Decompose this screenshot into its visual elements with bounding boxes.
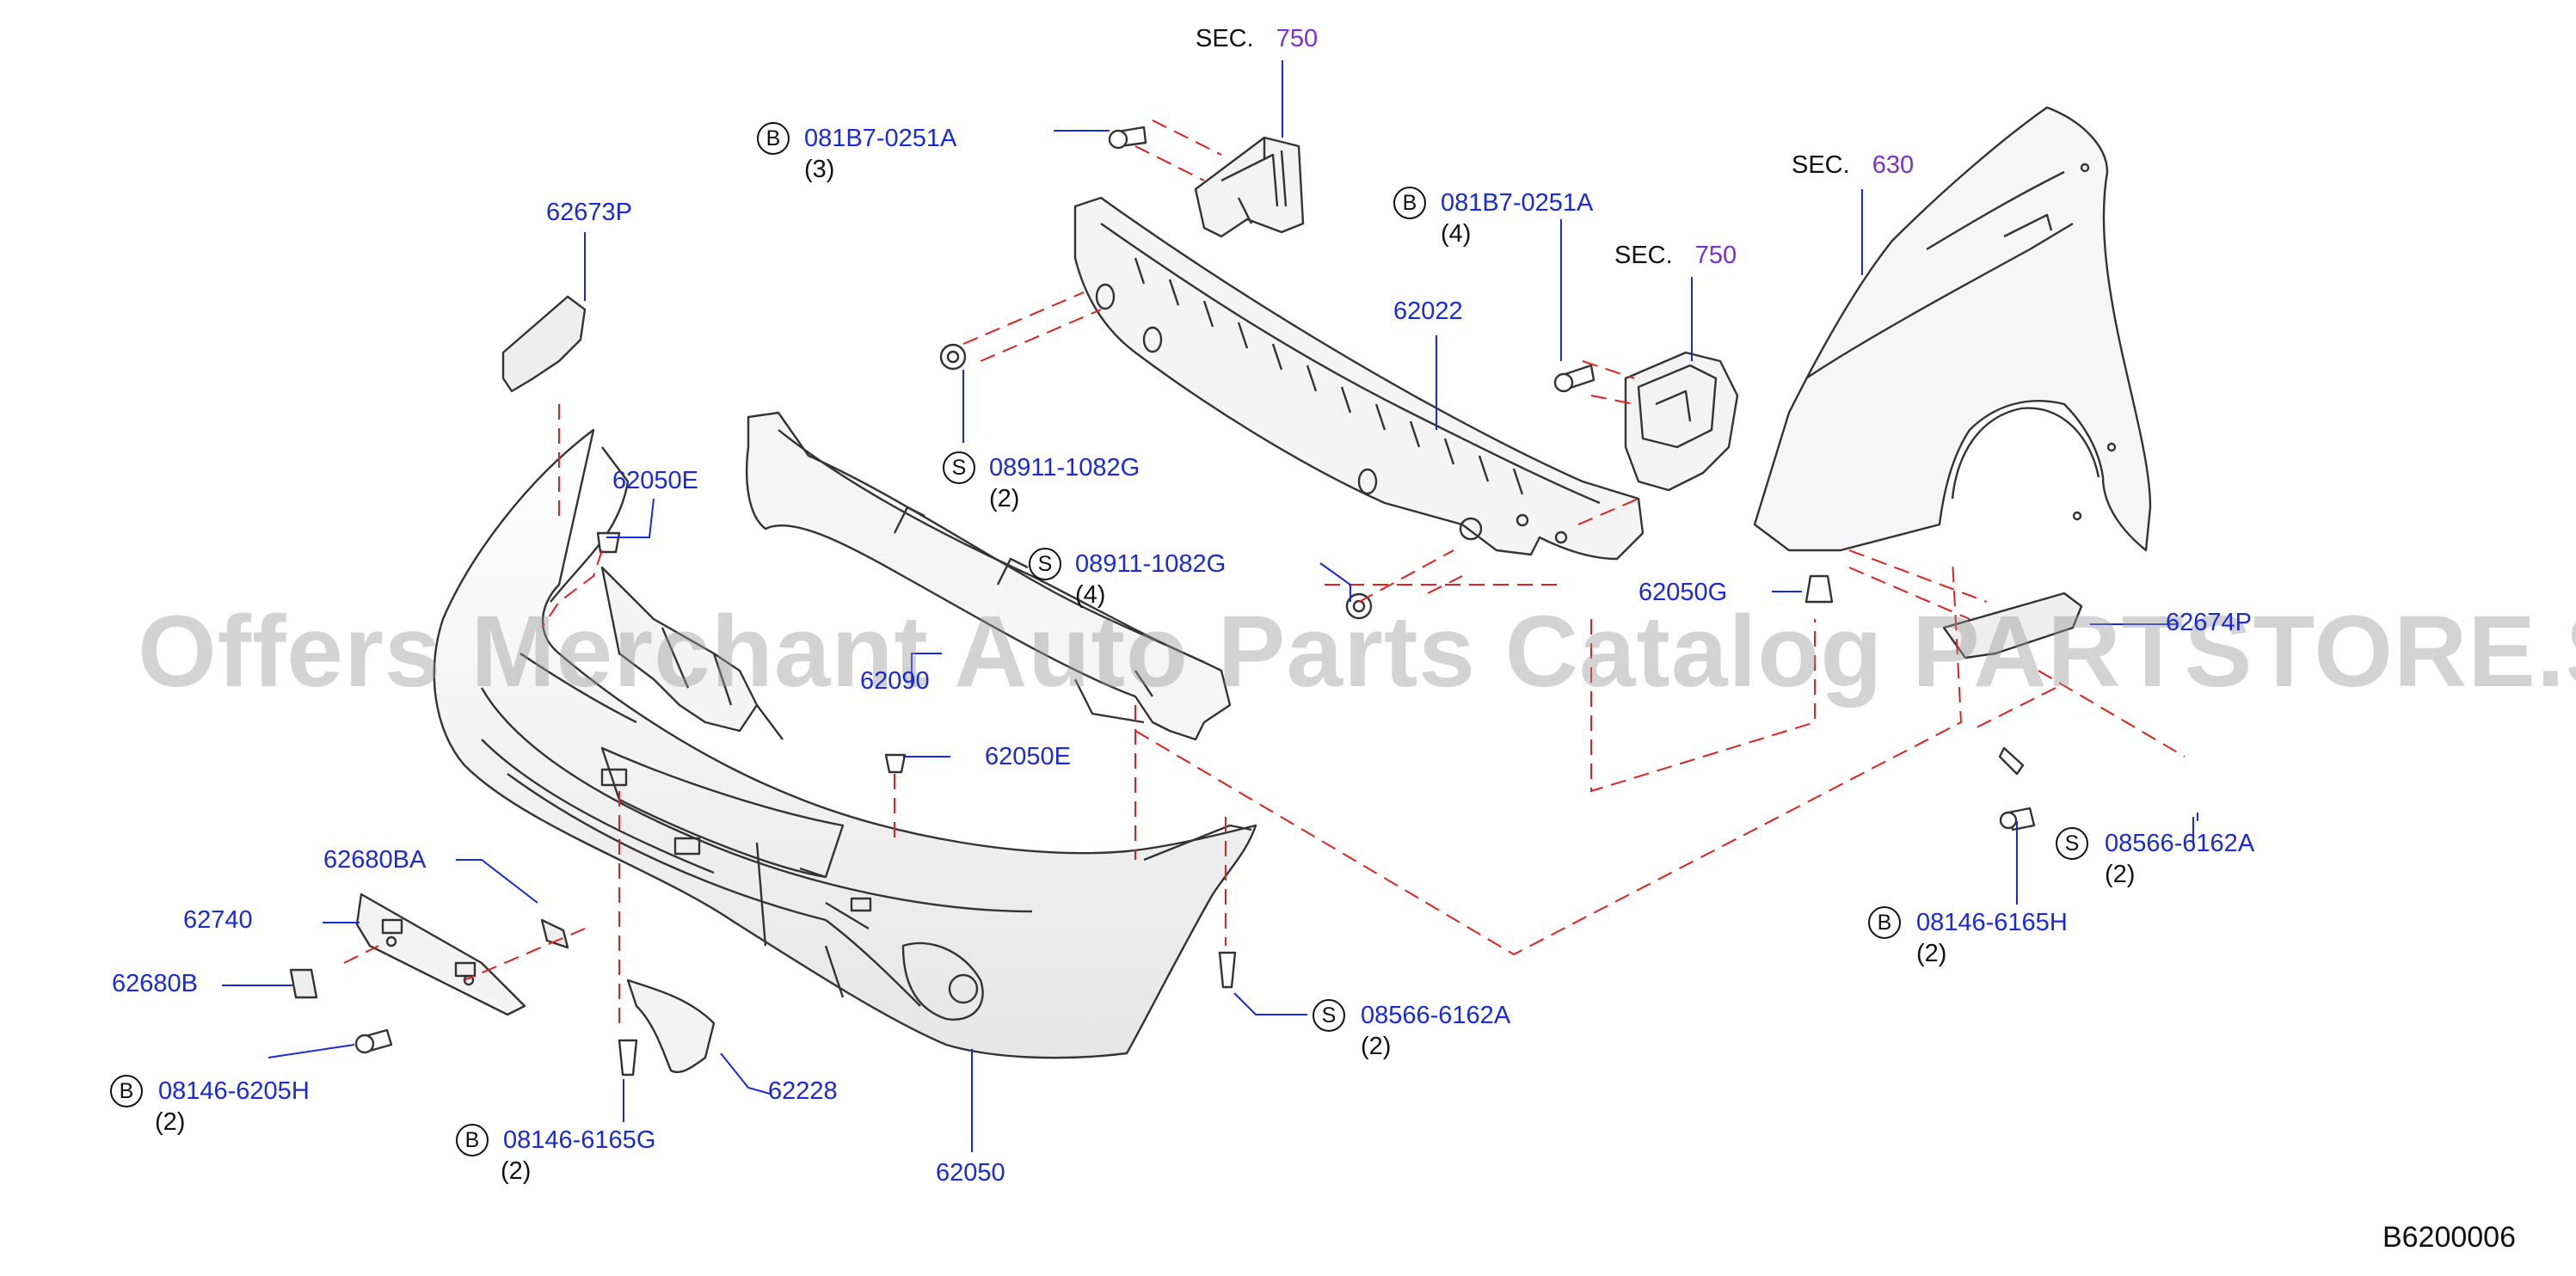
- clip-62680b: [289, 968, 318, 999]
- part-number-62050G[interactable]: 62050G: [1638, 579, 1728, 606]
- part-number-08566-6162A[interactable]: 08566-6162A: [1361, 1002, 1511, 1029]
- section-ref-750-top[interactable]: SEC. 750: [1196, 24, 1318, 53]
- part-number-62674P[interactable]: 62674P: [2166, 609, 2252, 636]
- fastener-glyphs: [354, 126, 2036, 1077]
- part-number-62050[interactable]: 62050: [936, 1159, 1005, 1187]
- part-number-62673P[interactable]: 62673P: [546, 199, 632, 226]
- quantity: (2): [989, 485, 1020, 512]
- section-number: 750: [1694, 242, 1737, 269]
- license-plate-bracket: [355, 893, 526, 1016]
- part-number-62022[interactable]: 62022: [1393, 298, 1463, 325]
- quantity: (2): [1916, 940, 1947, 967]
- side-support-left: [501, 295, 587, 393]
- part-number-62090[interactable]: 62090: [860, 667, 930, 695]
- bolt-badge: B: [757, 122, 790, 155]
- screw-badge: S: [943, 451, 975, 484]
- fog-lamp-cover: [626, 978, 716, 1074]
- bumper-reinforcement-beam: [1073, 196, 1645, 561]
- quantity: (4): [1441, 220, 1472, 248]
- quantity: (3): [804, 156, 835, 183]
- bumper-energy-absorber: [746, 411, 1232, 741]
- side-support-right: [1942, 592, 2083, 659]
- part-number-08146-6165H[interactable]: 08146-6165H: [1916, 909, 2068, 936]
- part-number-08911-1082G[interactable]: 08911-1082G: [1075, 550, 1227, 578]
- section-prefix: SEC.: [1792, 151, 1850, 179]
- bolt-badge: B: [1393, 187, 1426, 219]
- reinforcement-bracket-upper: [1194, 136, 1305, 238]
- clip-62680ba: [540, 918, 569, 949]
- screw-badge: S: [1029, 548, 1061, 580]
- section-prefix: SEC.: [1614, 242, 1673, 269]
- diagram-code: B6200006: [2382, 1221, 2516, 1254]
- part-number-62680BA[interactable]: 62680BA: [323, 846, 427, 874]
- part-number-08911-1082G[interactable]: 08911-1082G: [989, 454, 1140, 482]
- part-number-62050E[interactable]: 62050E: [985, 743, 1071, 770]
- section-ref-750-right[interactable]: SEC. 750: [1614, 241, 1737, 270]
- quantity: (2): [501, 1157, 532, 1185]
- section-number: 750: [1276, 25, 1319, 52]
- section-prefix: SEC.: [1196, 25, 1254, 52]
- leader-lines: [222, 60, 2198, 1152]
- bolt-badge: B: [456, 1124, 489, 1156]
- part-number-081B7-0251A[interactable]: 081B7-0251A: [1441, 189, 1594, 217]
- quantity: (2): [155, 1108, 186, 1136]
- part-number-08566-6162A[interactable]: 08566-6162A: [2105, 830, 2255, 857]
- part-number-62680B[interactable]: 62680B: [112, 970, 198, 997]
- bolt-badge: B: [1868, 906, 1901, 939]
- quantity: (4): [1075, 581, 1106, 609]
- section-ref-630[interactable]: SEC. 630: [1792, 150, 1914, 180]
- part-number-08146-6165G[interactable]: 08146-6165G: [503, 1126, 656, 1154]
- part-number-081B7-0251A[interactable]: 081B7-0251A: [804, 125, 957, 152]
- watermark-text: Offers Merchant Auto Parts Catalog PARTS…: [138, 595, 2576, 709]
- section-number: 630: [1872, 151, 1915, 179]
- part-number-62050E[interactable]: 62050E: [612, 467, 698, 494]
- front-bumper-fascia: [433, 428, 1257, 1059]
- reinforcement-bracket-side: [1624, 351, 1739, 492]
- screw-badge: S: [2056, 827, 2088, 860]
- quantity: (2): [2105, 861, 2136, 888]
- part-number-62740[interactable]: 62740: [183, 906, 253, 934]
- quantity: (2): [1361, 1033, 1392, 1060]
- assembly-dashed-lines: [343, 120, 2186, 1032]
- part-number-08146-6205H[interactable]: 08146-6205H: [158, 1077, 310, 1105]
- bolt-badge: B: [110, 1075, 143, 1107]
- part-number-62228[interactable]: 62228: [768, 1077, 838, 1105]
- screw-badge: S: [1313, 999, 1345, 1032]
- front-fender: [1753, 106, 2152, 552]
